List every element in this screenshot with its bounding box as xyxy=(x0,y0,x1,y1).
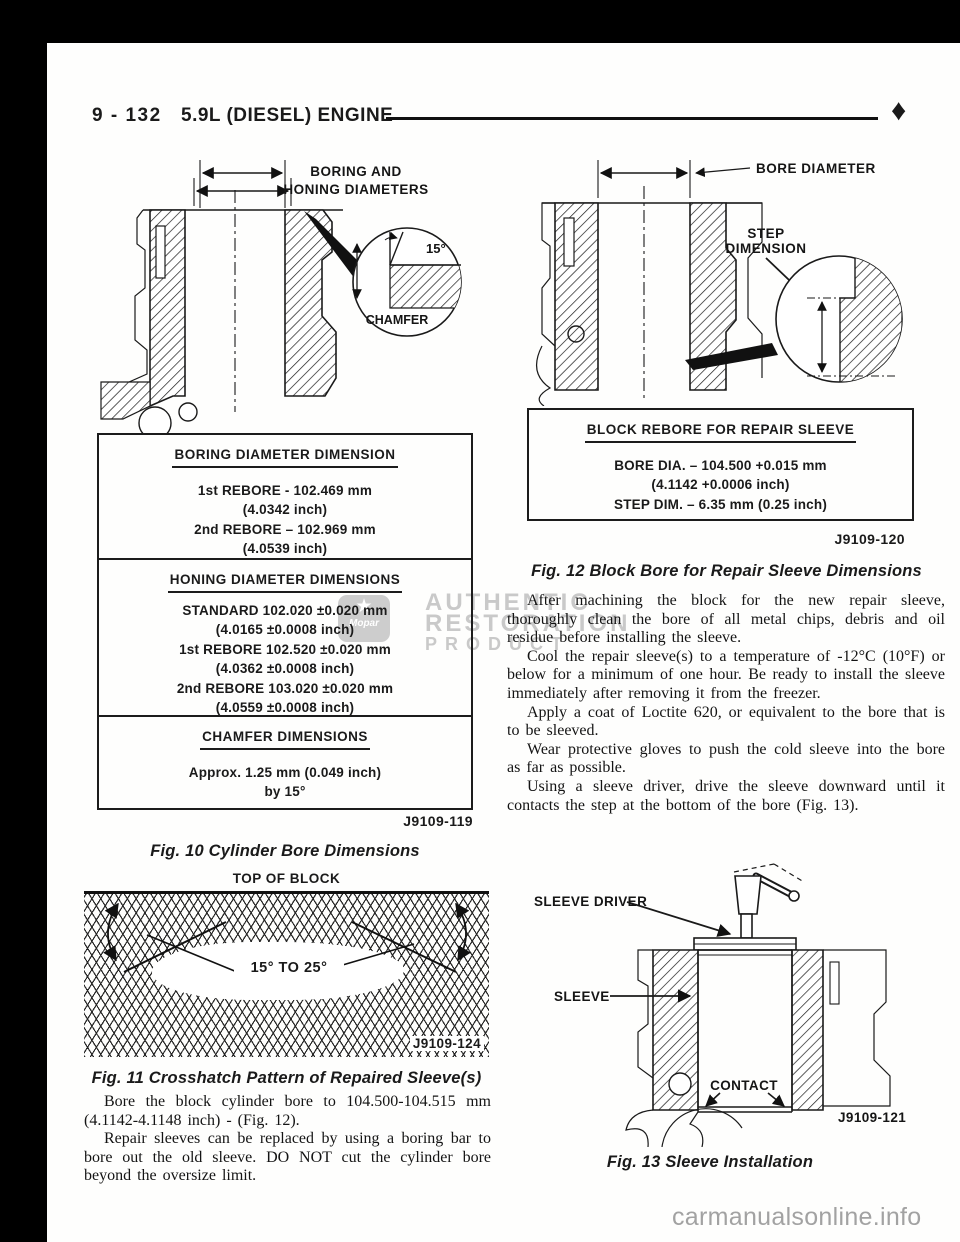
section-title: 5.9L (DIESEL) ENGINE xyxy=(181,105,394,126)
spec-line: (4.0559 ±0.0008 inch) xyxy=(215,700,355,715)
chamfer-heading: CHAMFER DIMENSIONS xyxy=(200,727,370,750)
fig10-caption: Fig. 10 Cylinder Bore Dimensions xyxy=(150,842,420,860)
bore-dimension-spec-box: BORING DIAMETER DIMENSION 1st REBORE - 1… xyxy=(97,433,473,810)
paragraph: Cool the repair sleeve(s) to a temperatu… xyxy=(507,647,945,702)
boring-diameter-heading: BORING DIAMETER DIMENSION xyxy=(172,445,398,468)
honing-diameter-section: HONING DIAMETER DIMENSIONS STANDARD 102.… xyxy=(99,558,471,715)
fig13-label-contact: CONTACT xyxy=(710,1078,778,1093)
mopar-logo-watermark: ★ Mopar xyxy=(338,595,390,642)
left-column-text: Bore the block cylinder bore to 104.500-… xyxy=(84,1093,491,1186)
spec-line: BORE DIA. – 104.500 +0.015 mm xyxy=(614,457,827,473)
fig11-crosshatch-figure: TOP OF BLOCK 15° TO 25° J xyxy=(84,871,489,1059)
site-watermark: carmanualsonline.info xyxy=(672,1203,922,1231)
spec-line: 1st REBORE 102.520 ±0.020 mm xyxy=(179,641,391,657)
fig10-code: J9109-119 xyxy=(403,813,473,829)
fig13-sleeve-installation-drawing: SLEEVE DRIVER SLEEVE CONTACT J9109-121 xyxy=(534,863,906,1147)
spec-line: Approx. 1.25 mm (0.049 inch) xyxy=(188,764,382,780)
fig13-code: J9109-121 xyxy=(838,1110,906,1125)
spec-line: 2nd REBORE 103.020 ±0.020 mm xyxy=(176,680,394,696)
watermark-line: AUTHENTIC xyxy=(425,589,591,616)
spec-line: (4.0362 ±0.0008 inch) xyxy=(215,661,355,676)
mopar-logo-text: Mopar xyxy=(349,618,379,629)
spec-line: (4.0342 inch) xyxy=(242,502,328,517)
spec-line: 1st REBORE - 102.469 mm xyxy=(197,482,373,498)
scan-black-band-left xyxy=(0,0,47,1242)
page-number: 9 - 132 xyxy=(92,105,162,126)
fig11-code: J9109-124 xyxy=(409,1036,484,1051)
block-rebore-spec-box: BLOCK REBORE FOR REPAIR SLEEVE BORE DIA.… xyxy=(527,408,914,521)
spec-line: STEP DIM. – 6.35 mm (0.25 inch) xyxy=(613,496,828,512)
watermark-line: RESTORATION xyxy=(425,610,631,637)
fig12-code: J9109-120 xyxy=(834,531,905,547)
block-rebore-section: BLOCK REBORE FOR REPAIR SLEEVE BORE DIA.… xyxy=(529,410,912,519)
scan-black-band-top xyxy=(0,0,960,43)
fig12-label-dimension: DIMENSION xyxy=(725,241,806,256)
paragraph: After machining the block for the new re… xyxy=(507,592,945,647)
fig12-label-step: STEP xyxy=(747,226,784,241)
spec-line: STANDARD 102.020 ±0.020 mm xyxy=(182,602,388,618)
watermark-line: PRODUCT xyxy=(425,634,570,654)
fig13-label-sleeve-driver: SLEEVE DRIVER xyxy=(534,894,647,909)
fig12-label-bore-diameter: BORE DIAMETER xyxy=(756,161,876,176)
chamfer-section: CHAMFER DIMENSIONS Approx. 1.25 mm (0.04… xyxy=(99,715,471,803)
paragraph: Repair sleeves can be replaced by using … xyxy=(84,1130,491,1185)
block-rebore-heading: BLOCK REBORE FOR REPAIR SLEEVE xyxy=(584,420,857,443)
fig10-label-boring-line1: BORING AND xyxy=(310,164,402,179)
fig13-label-sleeve: SLEEVE xyxy=(554,989,610,1004)
right-column-text: After machining the block for the new re… xyxy=(507,592,945,815)
fig10-cylinder-bore-drawing: BORING AND HONING DIAMETERS 15° CHAMFER xyxy=(100,160,462,433)
diamond-icon: ♦ xyxy=(891,94,907,127)
fig11-top-of-block-label: TOP OF BLOCK xyxy=(232,871,341,886)
fig11-angle-label: 15° TO 25° xyxy=(234,960,344,976)
crosshatch-pattern: 15° TO 25° J9109-124 xyxy=(84,891,489,1057)
fig11-caption: Fig. 11 Crosshatch Pattern of Repaired S… xyxy=(91,1069,482,1087)
spec-line: (4.1142 +0.0006 inch) xyxy=(651,477,790,492)
honing-diameter-heading: HONING DIAMETER DIMENSIONS xyxy=(167,570,403,593)
spec-line: 2nd REBORE – 102.969 mm xyxy=(194,521,376,537)
fig10-label-15deg: 15° xyxy=(426,241,446,256)
paragraph: Wear protective gloves to push the cold … xyxy=(507,740,945,777)
spec-line: (4.0165 ±0.0008 inch) xyxy=(215,622,355,637)
paragraph: Using a sleeve driver, drive the sleeve … xyxy=(507,777,945,814)
spec-line: (4.0539 inch) xyxy=(242,541,328,556)
boring-diameter-section: BORING DIAMETER DIMENSION 1st REBORE - 1… xyxy=(99,435,471,558)
header-rule xyxy=(386,117,878,120)
fig13-caption: Fig. 13 Sleeve Installation xyxy=(606,1153,814,1171)
spec-line: by 15° xyxy=(264,784,306,799)
fig10-label-chamfer: CHAMFER xyxy=(366,313,429,327)
fig10-label-boring-line2: HONING DIAMETERS xyxy=(283,182,428,197)
fig12-caption: Fig. 12 Block Bore for Repair Sleeve Dim… xyxy=(531,562,922,580)
paragraph: Apply a coat of Loctite 620, or equivale… xyxy=(507,703,945,740)
paragraph: Bore the block cylinder bore to 104.500-… xyxy=(84,1093,491,1129)
fig11-annotations xyxy=(103,902,471,973)
star-icon: ★ xyxy=(355,596,373,617)
fig12-block-bore-drawing: BORE DIAMETER STEP DIMENSION xyxy=(535,160,903,406)
authentic-restoration-watermark: AUTHENTIC RESTORATION PRODUCT xyxy=(425,589,631,655)
